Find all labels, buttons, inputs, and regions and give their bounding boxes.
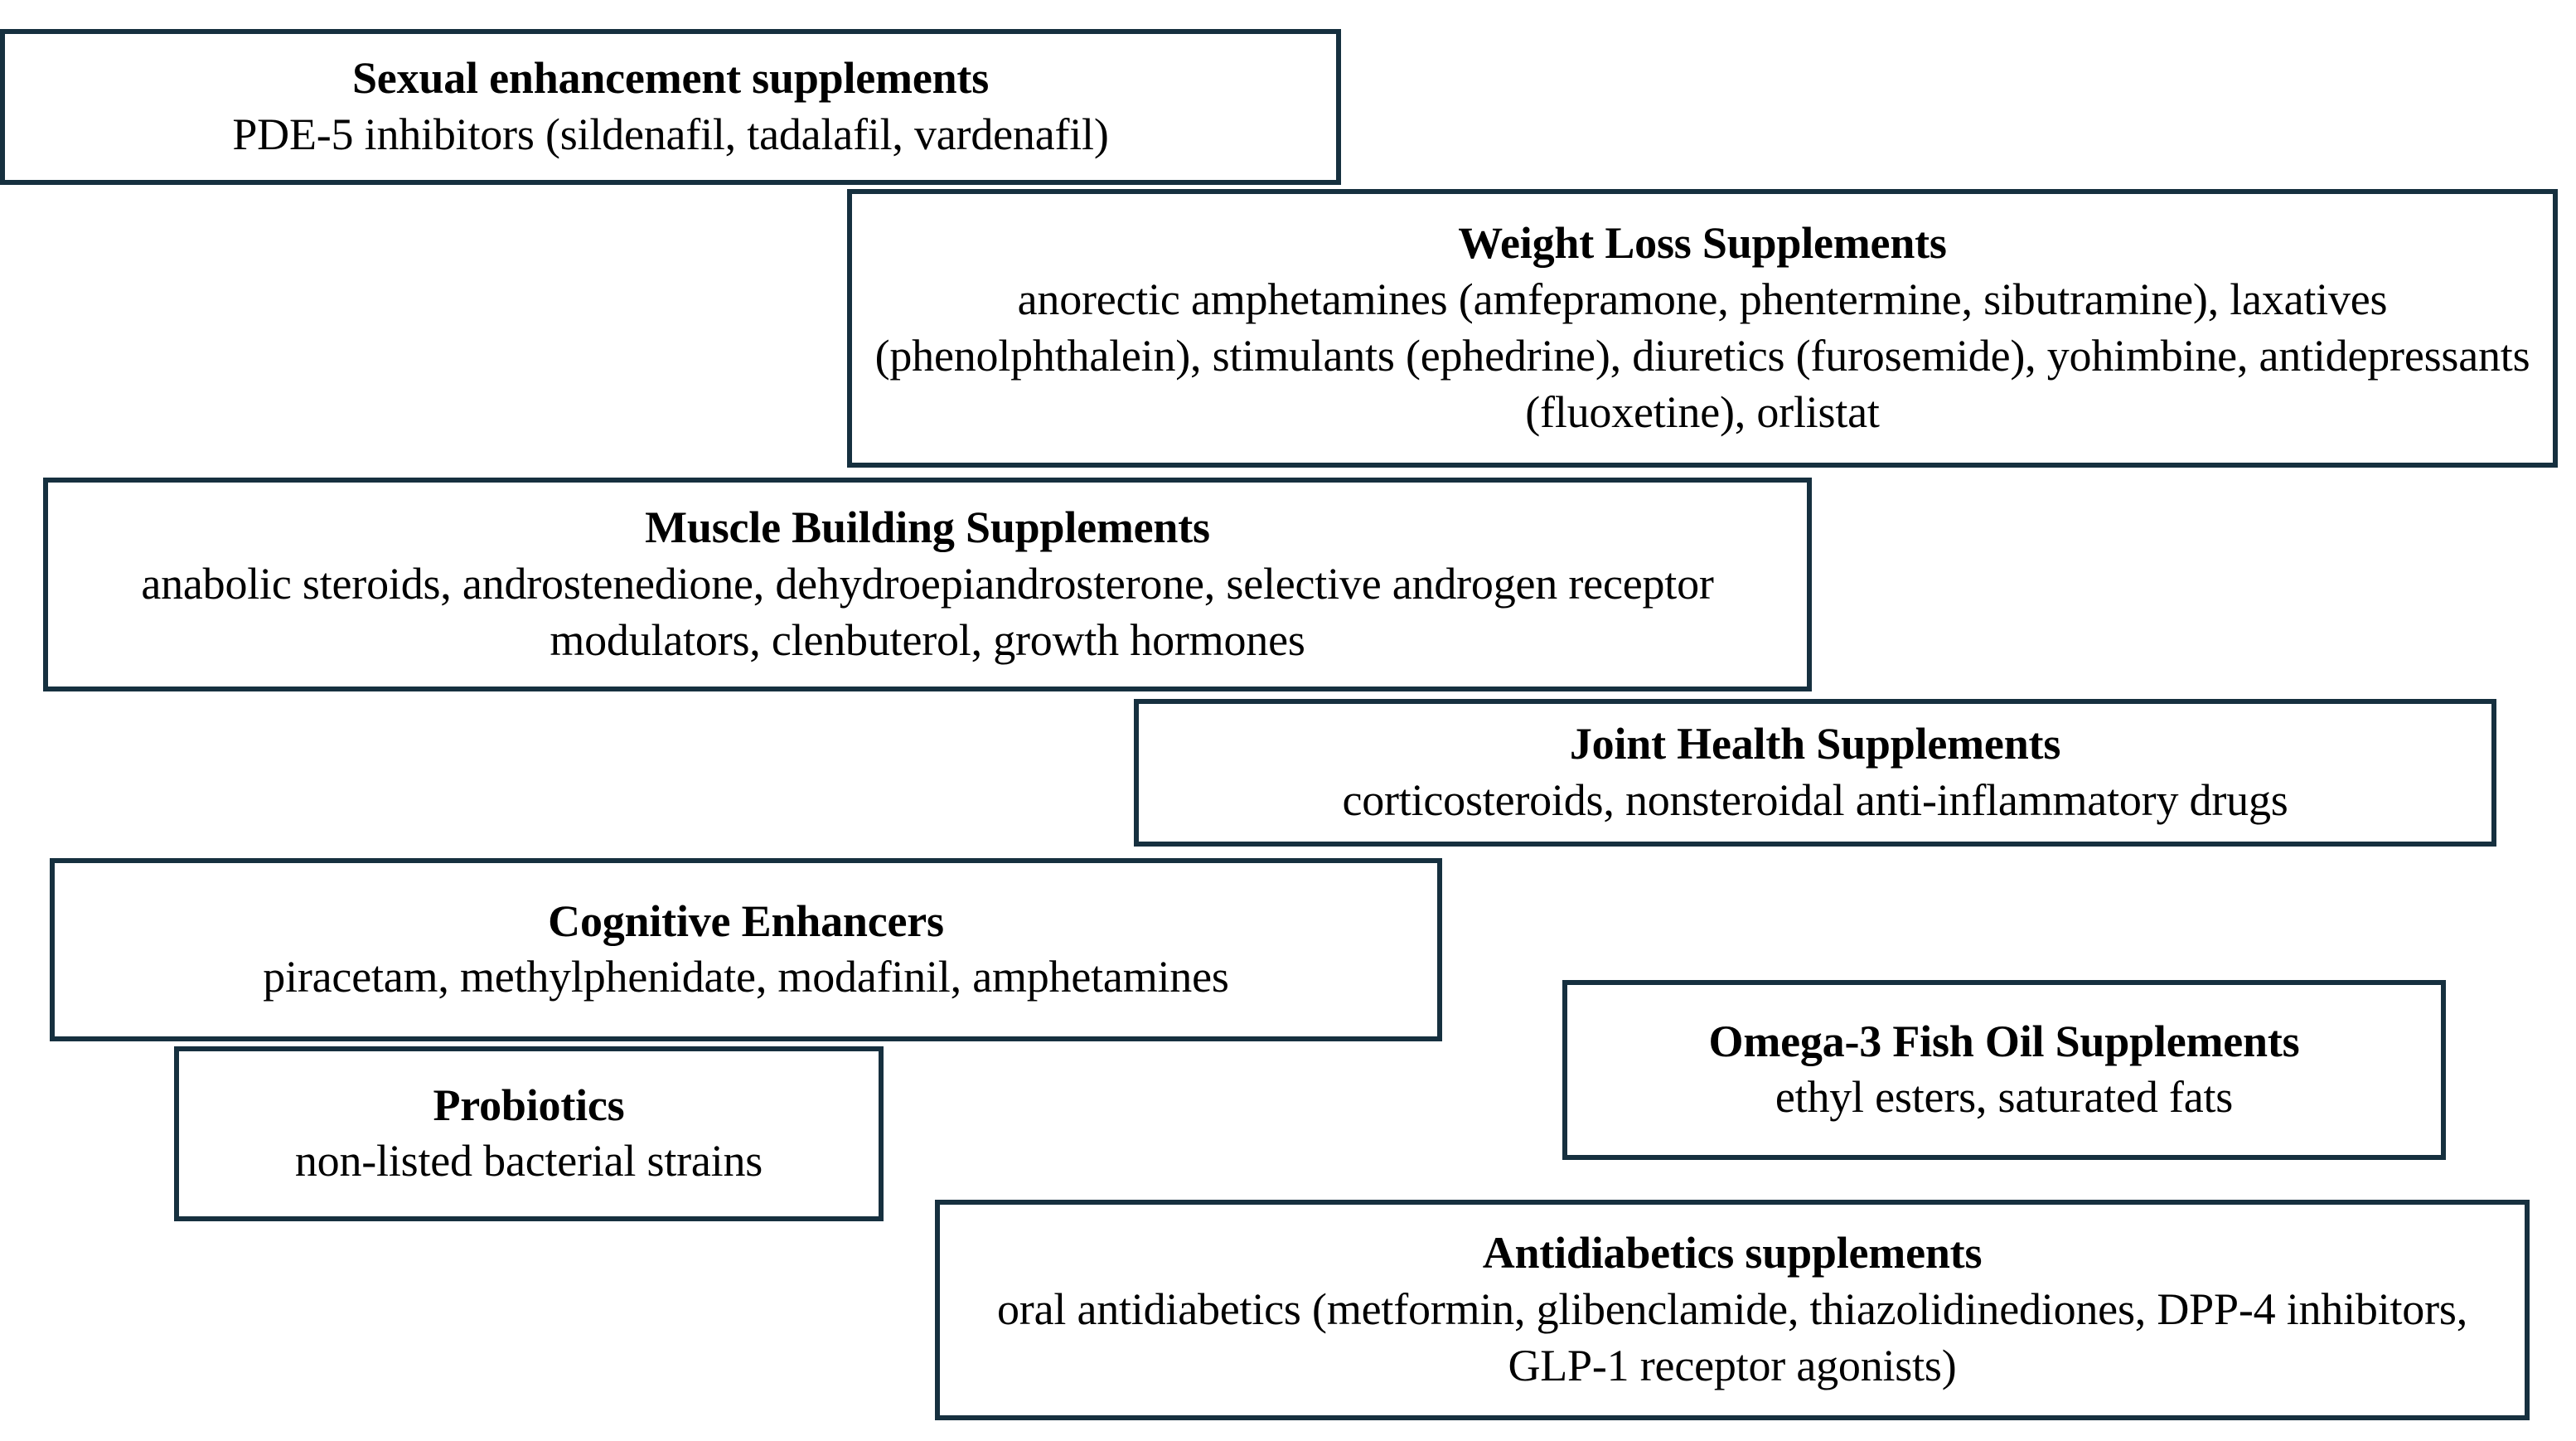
box-body: corticosteroids, nonsteroidal anti-infla… <box>1342 774 2288 825</box>
box-body: PDE-5 inhibitors (sildenafil, tadalafil,… <box>232 109 1109 159</box>
box-muscle-building-supplements: Muscle Building Supplements anabolic ste… <box>43 478 1812 691</box>
box-antidiabetics-supplements: Antidiabetics supplements oral antidiabe… <box>935 1200 2530 1420</box>
box-weight-loss-supplements: Weight Loss Supplements anorectic amphet… <box>847 189 2558 468</box>
box-omega-3-fish-oil-supplements: Omega-3 Fish Oil Supplements ethyl ester… <box>1562 980 2446 1160</box>
box-body: piracetam, methylphenidate, modafinil, a… <box>263 952 1229 1002</box>
box-title: Probiotics <box>433 1080 625 1130</box>
box-joint-health-supplements: Joint Health Supplements corticosteroids… <box>1134 699 2496 847</box>
box-title: Weight Loss Supplements <box>1458 218 1947 269</box>
box-body: anorectic amphetamines (amfepramone, phe… <box>874 274 2530 437</box>
box-title: Sexual enhancement supplements <box>351 53 990 104</box>
box-cognitive-enhancers: Cognitive Enhancers piracetam, methylphe… <box>50 858 1442 1041</box>
box-title: Omega-3 Fish Oil Supplements <box>1708 1016 2300 1066</box>
box-title: Cognitive Enhancers <box>548 895 944 946</box>
box-body: ethyl esters, saturated fats <box>1775 1072 2234 1123</box>
box-body: non-listed bacterial strains <box>294 1136 763 1186</box>
box-probiotics: Probiotics non-listed bacterial strains <box>174 1046 884 1221</box>
box-sexual-enhancement-supplements: Sexual enhancement supplements PDE-5 inh… <box>0 29 1341 185</box>
box-title: Antidiabetics supplements <box>1482 1228 1983 1278</box>
box-body: oral antidiabetics (metformin, glibencla… <box>996 1283 2468 1390</box>
box-body: anabolic steroids, androstenedione, dehy… <box>141 558 1714 665</box>
box-title: Muscle Building Supplements <box>645 502 1210 553</box>
box-title: Joint Health Supplements <box>1569 719 2061 769</box>
